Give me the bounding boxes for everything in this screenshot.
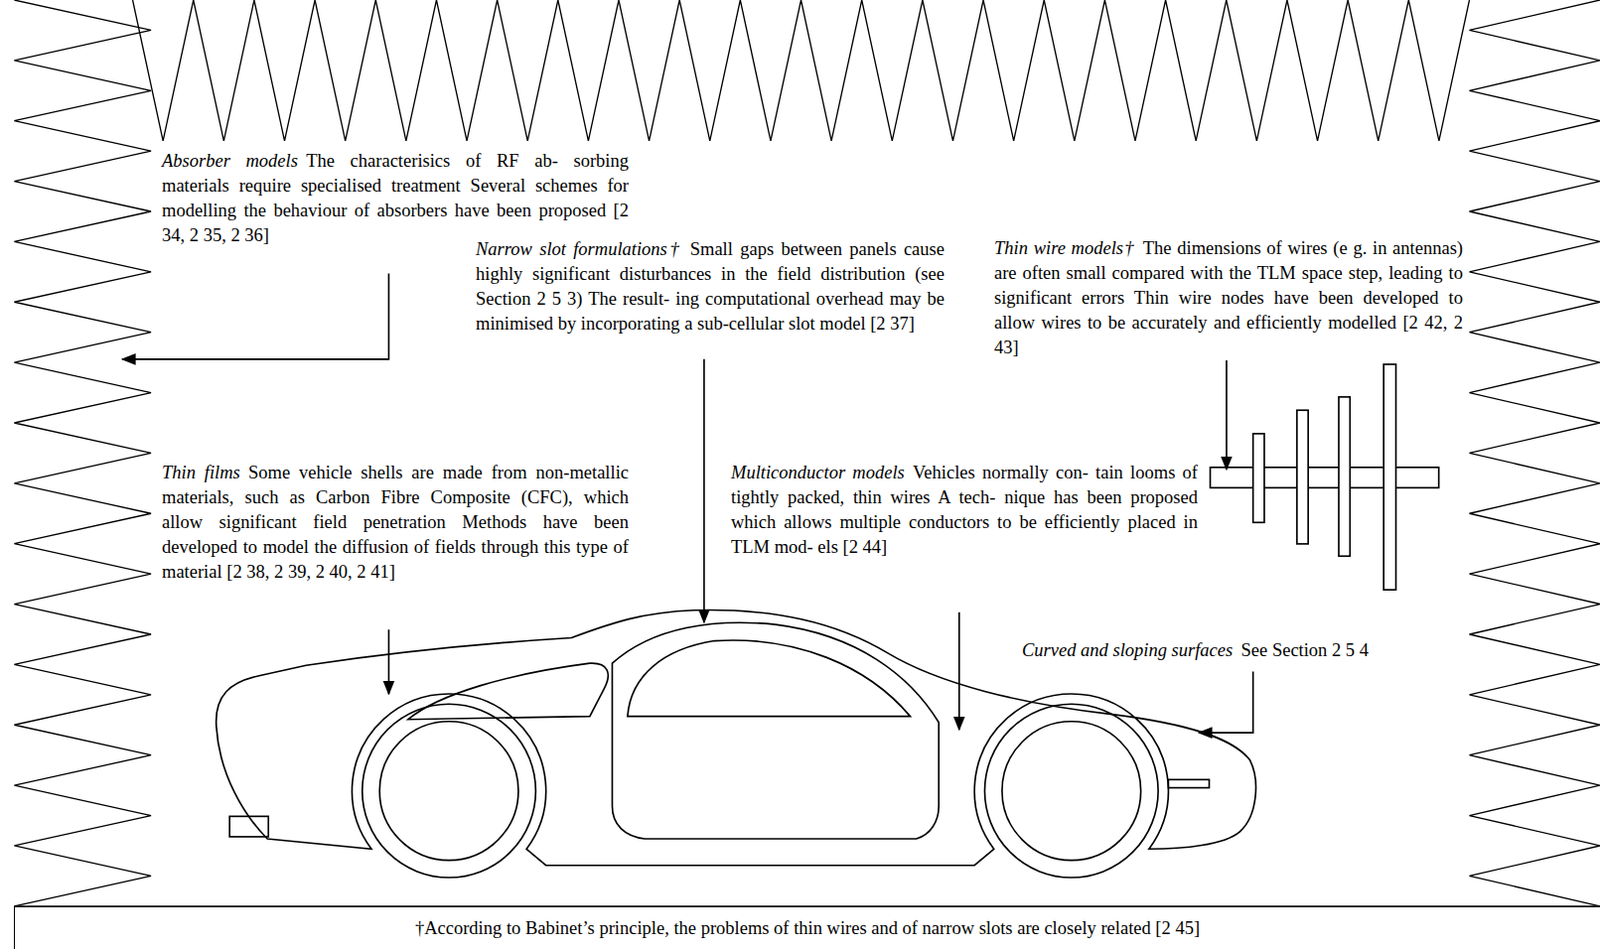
car-outline [216,610,1257,879]
annotation-block: Multiconductor modelsVehicles normally c… [727,460,1201,561]
absorber-zigzag [13,0,151,907]
annotation-heading: Thin wire models† [994,238,1136,259]
annotation-block: Thin wire models†The dimensions of wires… [991,236,1466,361]
annotation-heading: Narrow slot formulations† [475,239,682,260]
annotation-heading: Curved and sloping surfaces [1021,640,1233,661]
annotation-block: Narrow slot formulations†Small gaps betw… [472,237,948,337]
absorber-zigzag [133,0,1470,142]
footnote-band: †According to Babinet’s principle, the p… [13,906,1600,949]
annotation-heading: Absorber models [161,150,298,171]
annotation-block: Absorber modelsThe characterisics of RF … [158,148,632,249]
annotation-text: See Section 2 5 4 [1241,640,1369,661]
annotation-heading: Multiconductor models [730,462,905,483]
antenna-drawing [1210,364,1440,590]
annotation-block: Thin filmsSome vehicle shells are made f… [158,460,632,585]
footnote-text: †According to Babinet’s principle, the p… [415,918,1200,940]
absorber-cones [13,0,1600,907]
annotation-heading: Thin films [161,462,241,483]
absorber-zigzag [1468,0,1600,907]
annotation-block: Curved and sloping surfaces See Section 2… [1018,638,1372,664]
